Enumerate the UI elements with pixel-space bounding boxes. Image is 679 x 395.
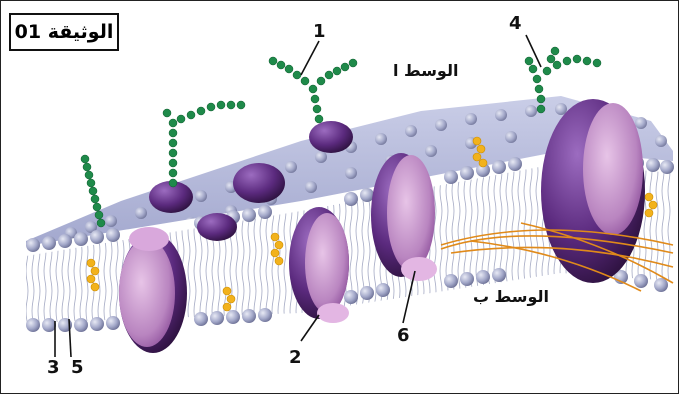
label-5: 5 <box>71 357 84 378</box>
label-6: 6 <box>397 325 410 346</box>
region-label-bottom: الوسط ب <box>473 287 549 306</box>
label-2: 2 <box>289 347 302 368</box>
label-1: 1 <box>313 21 326 42</box>
document-label: الوثيقة 01 <box>9 13 119 51</box>
label-3: 3 <box>47 357 60 378</box>
label-4: 4 <box>509 13 522 34</box>
region-label-top: الوسط ا <box>393 61 458 80</box>
